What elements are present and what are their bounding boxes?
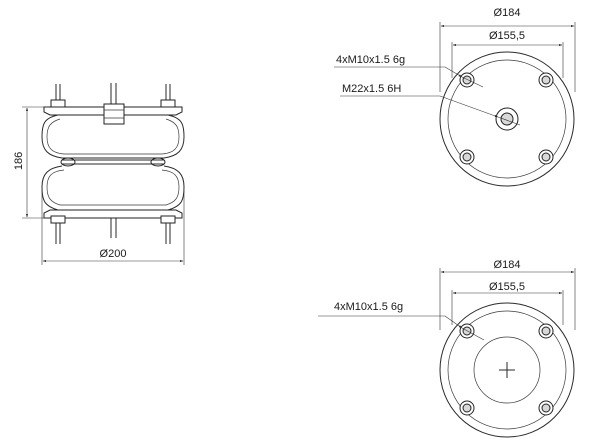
center-cross-mark — [499, 362, 515, 378]
girdle-ring — [60, 157, 166, 167]
side-view: 186 Ø200 — [13, 83, 185, 265]
height-dimension: 186 — [13, 106, 48, 219]
diameter-label: Ø200 — [100, 248, 127, 260]
bottom-bolt-circle-label: Ø155,5 — [489, 281, 525, 293]
top-plate-view: Ø184 Ø155,5 4xM10x1.5 6g M22x1.5 6H — [334, 7, 576, 187]
diameter-dimension: Ø200 — [41, 190, 185, 265]
upper-convolution — [41, 114, 185, 159]
bottom-studs — [50, 215, 176, 244]
center-thread-label: M22x1.5 6H — [342, 83, 401, 95]
height-label: 186 — [13, 152, 25, 170]
top-bolt-thread-label: 4xM10x1.5 6g — [336, 54, 405, 66]
bottom-plate-view: Ø184 Ø155,5 4xM10x1.5 6g — [318, 259, 576, 438]
center-thread — [495, 107, 519, 131]
top-bolt-circle-label: Ø155,5 — [489, 30, 525, 42]
top-outer-diameter-label: Ø184 — [494, 7, 521, 19]
center-nut — [103, 103, 125, 125]
lower-convolution — [41, 165, 185, 211]
bottom-bolt-thread-label: 4xM10x1.5 6g — [334, 301, 403, 313]
bottom-outer-diameter-label: Ø184 — [494, 259, 521, 271]
bottom-plate — [43, 209, 183, 219]
top-studs — [50, 83, 176, 108]
top-bolt-holes — [459, 72, 554, 165]
